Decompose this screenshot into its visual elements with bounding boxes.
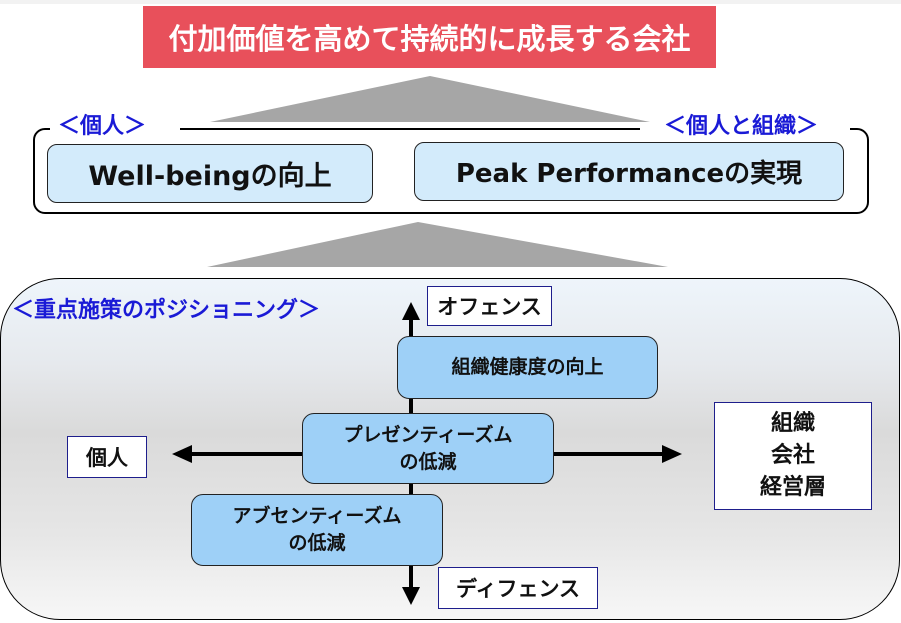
axis-label-organization: 組織 会社 経営層	[714, 402, 872, 510]
top-strip	[0, 0, 901, 4]
arrow-down-icon	[402, 587, 420, 605]
individual-text: 個人	[86, 446, 128, 470]
wellbeing-box: Well-beingの向上	[47, 144, 373, 203]
axis-label-offense: オフェンス	[427, 286, 552, 326]
initiative-presenteeism-line2: の低減	[399, 450, 457, 473]
goal-banner: 付加価値を高めて持続的に成長する会社	[143, 6, 716, 68]
axis-label-individual: 個人	[67, 436, 147, 478]
initiative-org-health: 組織健康度の向上	[397, 336, 658, 399]
initiative-absenteeism-line1: アブセンティーズム	[232, 505, 402, 527]
lower-pyramid-arrow	[207, 222, 668, 267]
initiative-presenteeism: プレゼンティーズム の低減	[302, 413, 554, 484]
goal-title: 付加価値を高めて持続的に成長する会社	[168, 22, 691, 56]
organization-text: 組織	[770, 411, 815, 436]
peak-performance-box: Peak Performanceの実現	[414, 142, 844, 201]
positioning-title: ＜重点施策のポジショニング＞	[12, 298, 321, 323]
axis-label-defense: ディフェンス	[438, 567, 598, 609]
upper-pyramid-arrow	[210, 76, 650, 122]
arrow-left-icon	[172, 445, 192, 463]
initiative-presenteeism-line1: プレゼンティーズム	[343, 423, 513, 446]
wellbeing-text: Well-beingの向上	[88, 161, 332, 192]
initiative-absenteeism-line2: の低減	[288, 532, 346, 554]
peak-performance-text: Peak Performanceの実現	[455, 159, 803, 189]
individual-label: ＜個人＞	[52, 108, 153, 140]
frame-top-line	[180, 128, 640, 130]
company-text: 会社	[770, 443, 815, 468]
initiative-absenteeism: アブセンティーズム の低減	[191, 494, 443, 566]
arrow-right-icon	[662, 445, 682, 463]
individual-and-org-label: ＜個人と組織＞	[658, 108, 825, 140]
management-text: 経営層	[759, 475, 826, 500]
initiative-org-health-text: 組織健康度の向上	[451, 356, 604, 378]
defense-text: ディフェンス	[455, 577, 581, 601]
offense-text: オフェンス	[437, 295, 542, 319]
arrow-up-icon	[402, 302, 420, 320]
